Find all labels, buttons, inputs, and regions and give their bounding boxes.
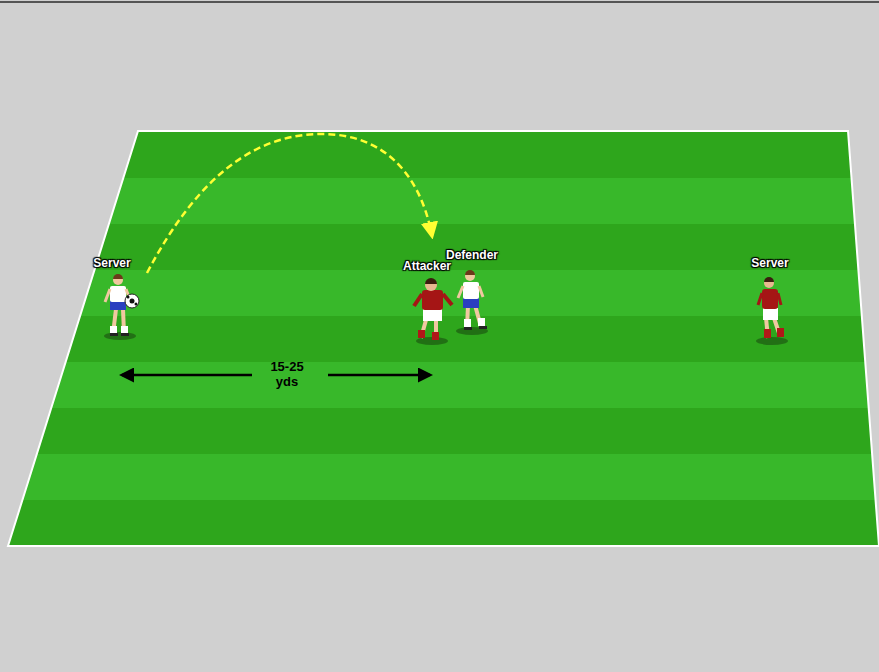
top-rule [0,1,879,3]
player-label: Defender [446,249,498,263]
defender-player [458,270,487,330]
distance-arrow [122,374,252,377]
pitch-stripes [0,131,879,546]
player-shadows [104,327,788,345]
dimension-label: 15-25 yds [265,360,309,390]
player-label: Server [751,257,788,271]
server-player [758,277,784,338]
ball-flight-arc [147,134,432,273]
soccer-ball [125,294,139,308]
player-label: Server [93,257,130,271]
distance-arrow [328,374,430,377]
player-label: Attacker [403,260,451,274]
pitch-border [8,131,879,546]
attacker-player [414,278,452,340]
